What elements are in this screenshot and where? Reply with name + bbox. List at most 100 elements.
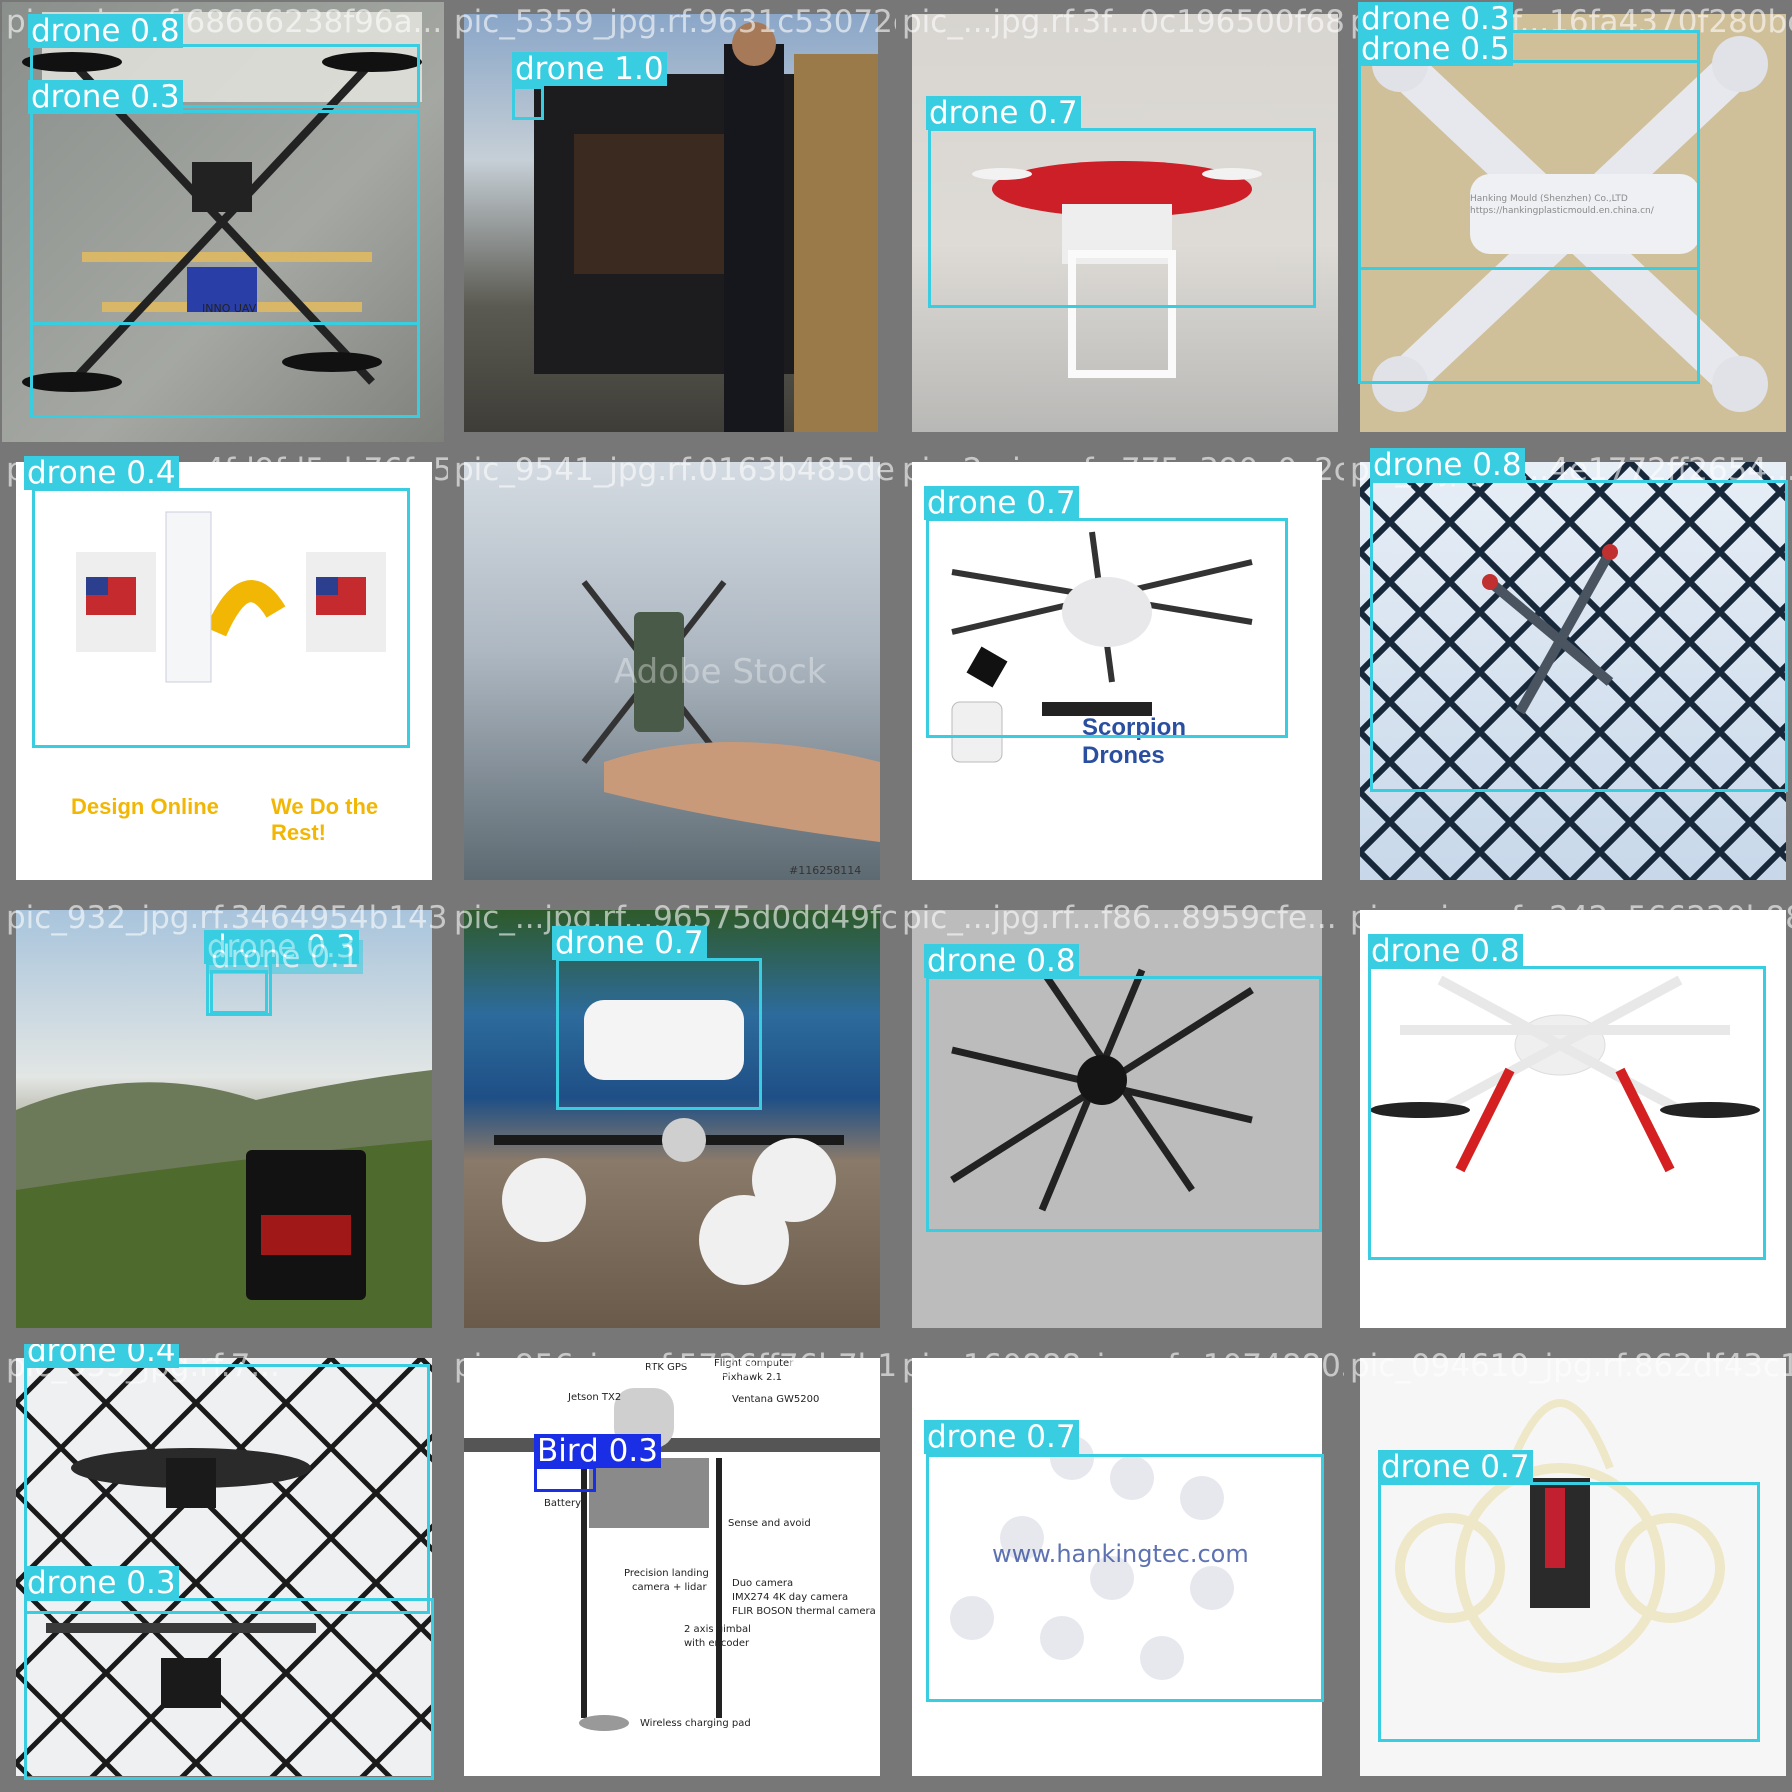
detection-label: drone 0.3 (28, 80, 183, 114)
tile-6: Adobe Stock #116258114 pic_9541_jpg.rf.0… (448, 448, 896, 896)
detection-box (534, 1466, 596, 1492)
detection-box (926, 1454, 1324, 1702)
detection-box (1358, 60, 1700, 384)
net-drone-illustration (1360, 462, 1786, 880)
tile-7: Scorpion Drones pic_2...jpg.rf...775a390… (896, 448, 1344, 896)
image-text: Design Online (71, 794, 219, 819)
tile-photo: Design Online We Do the Rest! (16, 462, 432, 880)
image-text: 2 axis gimbal (684, 1624, 751, 1635)
octocopter-illustration (951, 531, 1253, 763)
tile-1: INNO UAV pic_...jpg.rf.68666238f96a... d… (0, 0, 448, 448)
tile-photo: Adobe Stock #116258114 (464, 462, 880, 880)
detection-box (32, 488, 410, 748)
image-text: Pixhawk 2.1 (722, 1372, 783, 1383)
tile-16: pic_094610_jpg.rf.862df43c1e1d... drone … (1344, 1344, 1792, 1792)
octocopter-illustration (950, 968, 1254, 1212)
detection-label: drone 0.8 (1368, 934, 1523, 968)
detection-box (24, 1364, 430, 1614)
image-text: Flight computer (714, 1358, 794, 1369)
image-text: #116258114 (789, 864, 862, 877)
tile-photo: Scorpion Drones (912, 462, 1322, 880)
image-text: Wireless charging pad (640, 1718, 751, 1729)
tile-13: pic_955_jpg.rf.7... drone 0.4 drone 0.3 (0, 1344, 448, 1792)
tile-photo (1360, 1358, 1786, 1776)
tile-photo: Hanking Mould (Shenzhen) Co.,LTD https:/… (1360, 14, 1786, 432)
detection-box (30, 44, 420, 108)
detection-label: drone 1.0 (512, 52, 667, 86)
detection-label: drone 0.8 (924, 944, 1079, 978)
detection-label: drone 0.7 (552, 926, 707, 960)
tile-12: pic_...jpg.rf...242a566220b888... drone … (1344, 896, 1792, 1344)
filename-label: pic_...jpg.rf...f86...8959cfe... (902, 900, 1337, 936)
detection-label: drone 0.7 (924, 1420, 1079, 1454)
drone-design-illustration (76, 511, 386, 683)
drone-frame-illustration (1372, 36, 1768, 412)
image-text: IMX274 4K day camera (732, 1592, 849, 1603)
filename-label: pic_956_jpg.rf.5736ff76b7b1ca612... (454, 1348, 896, 1384)
tile-photo: INNO UAV (2, 2, 444, 442)
image-text: We Do the Rest! (271, 794, 379, 845)
detection-label: drone 0.7 (926, 96, 1081, 130)
filename-label: pic_5359_jpg.rf.9631c53072df2b2... (454, 4, 896, 40)
detection-label: drone 0.8 (1370, 448, 1525, 482)
tile-11: pic_...jpg.rf...f86...8959cfe... drone 0… (896, 896, 1344, 1344)
detection-label: drone 0.4 (24, 1344, 179, 1368)
detection-box (926, 976, 1322, 1232)
filename-label: pic_094610_jpg.rf.862df43c1e1d... (1350, 1348, 1792, 1384)
detection-label: drone 0.7 (924, 486, 1079, 520)
detection-box (210, 970, 268, 1014)
tile-photo (912, 14, 1338, 432)
detection-box (512, 86, 544, 120)
filename-label: pic_9541_jpg.rf.0163b485de334a13fe... (454, 452, 896, 488)
detection-box (24, 1598, 434, 1780)
image-text: Duo camera (732, 1578, 794, 1589)
image-text: camera + lidar (632, 1582, 707, 1593)
tile-photo: RTK GPS Flight computer Pixhawk 2.1 Vent… (464, 1358, 880, 1776)
image-text: FLIR BOSON thermal camera (732, 1606, 876, 1617)
image-text: Battery (544, 1498, 582, 1509)
filename-label: pic_...jpg.rf...242a566220b888... (1350, 900, 1792, 936)
filename-label: pic_...jpg.rf.3f...0c196500f6820bef87e..… (902, 4, 1344, 40)
image-text: Sense and avoid (728, 1518, 811, 1529)
filename-label: pic_2...jpg.rf...775a390e0c2c0f4... (902, 452, 1344, 488)
water-drone-illustration (494, 1000, 844, 1285)
detection-box (556, 958, 762, 1110)
landscape-illustration (16, 1070, 432, 1328)
image-text: INNO UAV (202, 302, 257, 315)
tile-photo (464, 910, 880, 1328)
tile-3: pic_...jpg.rf.3f...0c196500f6820bef87e..… (896, 0, 1344, 448)
tile-15: www.hankingtec.com pic_160888_jpg.rf.c10… (896, 1344, 1344, 1792)
tile-10: pic_...jpg.rf...96575d0dd49fc34... drone… (448, 896, 896, 1344)
detection-label: Bird 0.3 (534, 1434, 661, 1468)
filename-label: pic_160888_jpg.rf.c10748805c354... (902, 1348, 1344, 1384)
image-text: https://hankingplasticmould.en.china.cn/ (1470, 206, 1654, 216)
detection-label: drone 0.4 (24, 456, 179, 490)
drone-illustration (972, 161, 1262, 378)
image-text: www.hankingtec.com (992, 1540, 1249, 1568)
tile-photo (16, 910, 432, 1328)
tile-photo (912, 910, 1322, 1328)
tile-photo (16, 1358, 432, 1776)
caged-drone-illustration (1395, 1399, 1725, 1673)
tile-5: Design Online We Do the Rest! pic_...jpg… (0, 448, 448, 896)
detection-box (1370, 480, 1788, 792)
image-text: Hanking Mould (Shenzhen) Co.,LTD (1470, 194, 1628, 204)
image-text: RTK GPS (645, 1362, 688, 1373)
tile-8: pic_...jpg.rf...4e1772ff2654... drone 0.… (1344, 448, 1792, 896)
drone-diagram-illustration (464, 1388, 880, 1731)
image-text: Adobe Stock (614, 652, 827, 692)
police-van-illustration (534, 22, 878, 432)
detection-label: drone 0.3 (1358, 2, 1513, 36)
hand-drone-illustration (581, 580, 880, 842)
image-text: Precision landing (624, 1568, 709, 1579)
tile-9: pic_932_jpg.rf.3464954b1435fd8... drone … (0, 896, 448, 1344)
image-text: with encoder (684, 1638, 750, 1649)
detection-box (928, 128, 1316, 308)
tile-4: Hanking Mould (Shenzhen) Co.,LTD https:/… (1344, 0, 1792, 448)
image-text: Ventana GW5200 (732, 1394, 820, 1405)
image-text: Drones (1082, 742, 1165, 769)
image-text: Jetson TX2 (568, 1392, 622, 1403)
detection-box (1378, 1482, 1760, 1742)
detection-label: drone 0.7 (1378, 1450, 1533, 1484)
